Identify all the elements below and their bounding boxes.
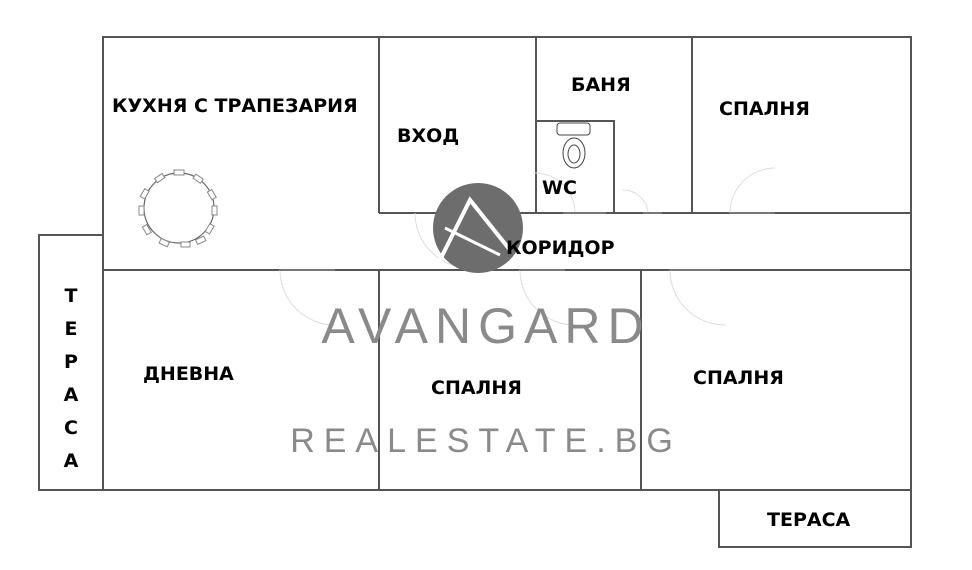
- terrace-letter: А: [64, 450, 79, 472]
- label-wc: WC: [542, 177, 577, 199]
- terrace-letter: С: [64, 417, 78, 439]
- terrace-left-wall: [38, 234, 104, 491]
- label-bedroom-right: СПАЛНЯ: [693, 367, 784, 389]
- toilet-icon: [556, 122, 591, 169]
- label-terrace-left: Т Е Р А С А: [64, 285, 79, 472]
- watermark-brand: AVANGARD: [321, 298, 650, 354]
- label-kitchen: КУХНЯ С ТРАПЕЗАРИЯ: [112, 95, 358, 117]
- watermark-domain: REALESTATE.BG: [290, 422, 682, 460]
- dining-table-icon: [138, 169, 218, 248]
- terrace-letter: Р: [64, 351, 78, 373]
- label-bathroom: БАНЯ: [571, 74, 631, 96]
- doors: [279, 167, 776, 326]
- watermark-logo: AVANGARD REALESTATE.BG: [290, 183, 682, 460]
- label-entrance: ВХОД: [397, 125, 459, 147]
- label-living-room: ДНЕВНА: [143, 363, 234, 385]
- terrace-bottom-wall: [718, 489, 912, 548]
- label-corridor: КОРИДОР: [506, 237, 615, 259]
- logo-circle-icon: [433, 183, 523, 273]
- label-terrace-bottom: ТЕРАСА: [767, 509, 851, 531]
- label-bedroom-middle: СПАЛНЯ: [431, 377, 522, 399]
- terrace-letter: А: [64, 384, 79, 406]
- label-bedroom-top: СПАЛНЯ: [719, 98, 810, 120]
- terrace-letter: Е: [65, 318, 78, 340]
- room-labels: КУХНЯ С ТРАПЕЗАРИЯ ВХОД БАНЯ WC СПАЛНЯ К…: [64, 74, 851, 531]
- terrace-letter: Т: [65, 285, 78, 307]
